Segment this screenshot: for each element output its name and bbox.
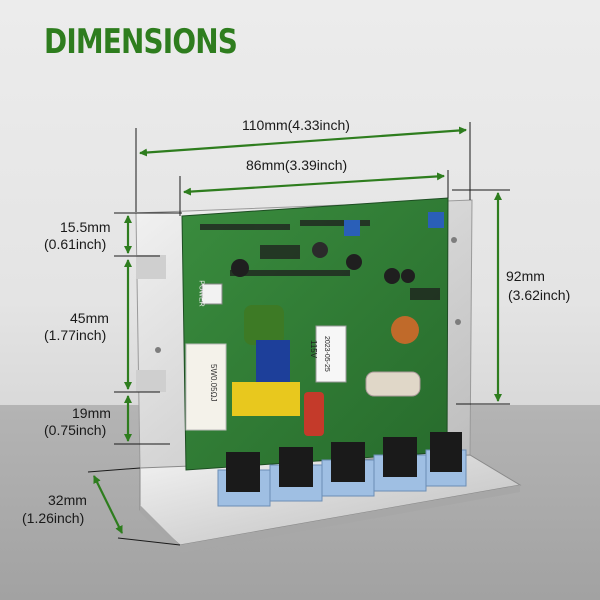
height-inch-label: (3.62inch) xyxy=(508,287,571,303)
extension-lines xyxy=(87,122,510,546)
resistor-label: 5W0.05ΩJ xyxy=(209,364,218,402)
board-width-label: 86mm(3.39inch) xyxy=(246,157,348,173)
dimension-arrows xyxy=(93,126,502,534)
page-title: DIMENSIONS xyxy=(44,22,238,62)
lower-offset-mm-label: 19mm xyxy=(72,405,111,421)
power-label: POWER xyxy=(197,280,205,307)
mount-spacing-mm-label: 45mm xyxy=(70,310,109,326)
lower-offset-inch-label: (0.75inch) xyxy=(44,422,107,438)
top-offset-inch-label: (0.61inch) xyxy=(44,236,107,252)
base-depth-mm-label: 32mm xyxy=(48,492,87,508)
base-depth-inch-label: (1.26inch) xyxy=(22,510,85,526)
circuit-board xyxy=(181,197,449,471)
top-offset-mm-label: 15.5mm xyxy=(60,219,111,235)
mount-spacing-inch-label: (1.77inch) xyxy=(44,327,107,343)
overall-width-label: 110mm(4.33inch) xyxy=(242,117,350,133)
height-mm-label: 92mm xyxy=(506,268,545,284)
date-label: 2023-05-25 xyxy=(323,336,330,372)
voltage-label: 115V xyxy=(309,340,318,359)
power-transistors xyxy=(217,432,467,507)
